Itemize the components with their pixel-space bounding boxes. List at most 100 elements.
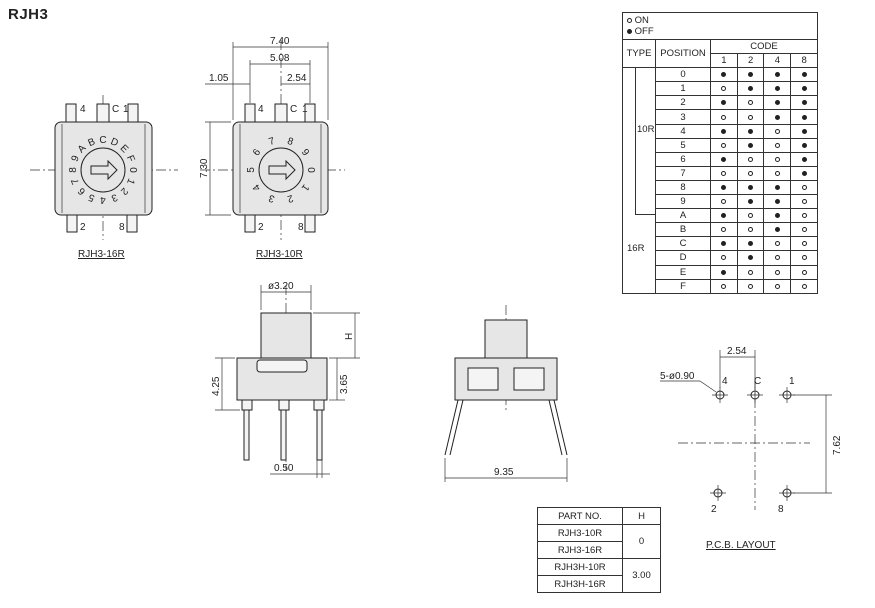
position-cell: 8 bbox=[655, 179, 711, 196]
part-no: RJH3H-10R bbox=[537, 558, 623, 576]
code-row: 5 bbox=[623, 137, 818, 153]
code-cell bbox=[763, 208, 792, 224]
dial-mark: 7 bbox=[69, 176, 81, 186]
switch-16r-label: RJH3-16R bbox=[78, 249, 125, 260]
code-cell bbox=[736, 264, 765, 280]
code-cell bbox=[790, 109, 818, 125]
pin-label: C bbox=[112, 104, 119, 115]
on-dot-icon bbox=[721, 283, 727, 289]
code-row: A bbox=[623, 208, 818, 224]
position-cell: C bbox=[655, 236, 711, 252]
position-cell: D bbox=[655, 250, 711, 266]
off-dot-icon bbox=[774, 72, 780, 78]
code-cell bbox=[710, 264, 738, 280]
code-cell bbox=[710, 278, 738, 294]
code-cell bbox=[763, 250, 792, 266]
header-type: TYPE bbox=[622, 38, 656, 69]
dim-offset: 1.05 bbox=[209, 73, 229, 84]
code-cell bbox=[763, 109, 792, 125]
page-title: RJH3 bbox=[8, 6, 49, 23]
dim-row-span: 7.62 bbox=[832, 435, 843, 455]
position-cell: 2 bbox=[655, 95, 711, 111]
header-bit: 2 bbox=[736, 53, 765, 69]
code-cell bbox=[710, 250, 738, 266]
off-dot-icon bbox=[721, 72, 727, 78]
off-dot-icon bbox=[748, 241, 754, 247]
on-dot-icon bbox=[721, 142, 727, 148]
code-legend: ON OFF bbox=[622, 12, 818, 40]
code-cell bbox=[790, 123, 818, 139]
code-cell bbox=[736, 222, 765, 238]
code-cell bbox=[710, 165, 738, 181]
dial-mark: 4 bbox=[251, 182, 263, 193]
dim-stem-height: H bbox=[344, 333, 355, 340]
position-cell: 1 bbox=[655, 81, 711, 97]
dial-mark: C bbox=[99, 135, 106, 146]
legend-on: ON bbox=[634, 15, 649, 26]
dim-height: 7.30 bbox=[199, 158, 210, 178]
off-dot-icon bbox=[748, 255, 754, 261]
off-dot-icon bbox=[627, 29, 632, 34]
off-dot-icon bbox=[774, 184, 780, 190]
position-cell: E bbox=[655, 264, 711, 280]
on-dot-icon bbox=[721, 86, 727, 92]
position-cell: F bbox=[655, 278, 711, 294]
h-value: 0 bbox=[622, 524, 661, 559]
position-cell: B bbox=[655, 222, 711, 238]
pin-label: 8 bbox=[119, 222, 125, 233]
pin-label: 2 bbox=[80, 222, 86, 233]
code-cell bbox=[763, 194, 792, 210]
pcb-layout: 2.54 5-ø0.90 7.62 4 C 1 2 8 P.C.B. LAYOU… bbox=[660, 346, 843, 551]
code-cell bbox=[790, 264, 818, 280]
code-cell bbox=[763, 264, 792, 280]
code-cell bbox=[790, 236, 818, 252]
dial-mark: 8 bbox=[286, 136, 295, 148]
code-cell bbox=[710, 95, 738, 111]
off-dot-icon bbox=[748, 184, 754, 190]
code-cell bbox=[736, 81, 765, 97]
code-cell bbox=[736, 165, 765, 181]
code-cell bbox=[790, 208, 818, 224]
on-dot-icon bbox=[801, 283, 807, 289]
off-dot-icon bbox=[721, 184, 727, 190]
on-dot-icon bbox=[748, 156, 754, 162]
dial-mark: 1 bbox=[299, 182, 311, 193]
on-dot-icon bbox=[774, 142, 780, 148]
dial-mark: 5 bbox=[87, 191, 97, 203]
dim-pcb-pitch: 2.54 bbox=[727, 346, 747, 357]
on-dot-icon bbox=[627, 18, 632, 23]
pcb-pin-label: 1 bbox=[789, 376, 795, 387]
part-no: RJH3-16R bbox=[537, 541, 623, 559]
off-dot-icon bbox=[801, 170, 807, 176]
off-dot-icon bbox=[801, 100, 807, 106]
on-dot-icon bbox=[721, 255, 727, 261]
code-cell bbox=[790, 194, 818, 210]
dim-width: 7.40 bbox=[270, 36, 290, 47]
pin-label: C bbox=[290, 104, 297, 115]
header-bit: 8 bbox=[790, 53, 818, 69]
off-dot-icon bbox=[721, 156, 727, 162]
position-cell: 9 bbox=[655, 194, 711, 210]
on-dot-icon bbox=[721, 114, 727, 120]
code-cell bbox=[763, 179, 792, 196]
code-row: D bbox=[623, 250, 818, 266]
on-dot-icon bbox=[721, 170, 727, 176]
on-dot-icon bbox=[801, 199, 807, 205]
on-dot-icon bbox=[801, 255, 807, 261]
code-cell bbox=[736, 109, 765, 125]
h-value: 3.00 bbox=[622, 558, 661, 593]
dim-pitch: 2.54 bbox=[287, 73, 307, 84]
on-dot-icon bbox=[721, 227, 727, 233]
code-cell bbox=[790, 179, 818, 196]
code-cell bbox=[710, 179, 738, 196]
code-row: E bbox=[623, 264, 818, 280]
code-cell bbox=[790, 250, 818, 266]
off-dot-icon bbox=[721, 241, 727, 247]
code-cell bbox=[790, 278, 818, 294]
dial-mark: 9 bbox=[70, 154, 82, 164]
code-cell bbox=[790, 81, 818, 97]
dial-mark: 0 bbox=[305, 167, 316, 173]
on-dot-icon bbox=[748, 283, 754, 289]
